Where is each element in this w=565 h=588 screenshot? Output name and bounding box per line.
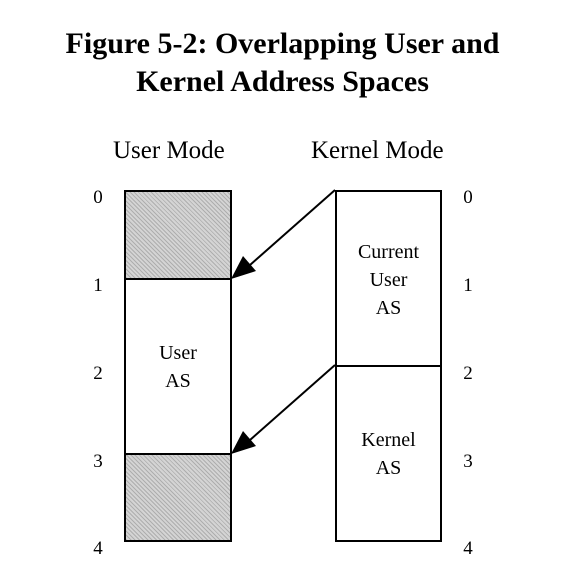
figure-title-line-1: Figure 5-2: Overlapping User and — [65, 27, 500, 60]
arrow-kernel-to-reserved-head — [231, 431, 256, 454]
user-as-label: User AS — [124, 339, 232, 395]
current-user-as-label-line-1: Current — [357, 241, 420, 263]
kernel-mode-heading: Kernel Mode — [311, 137, 444, 164]
current-user-as-label-line-2: User — [369, 269, 408, 291]
arrow-kernel-to-reserved-line — [249, 364, 336, 441]
left-tick-3: 3 — [93, 451, 103, 472]
right-tick-1: 1 — [463, 275, 473, 296]
left-tick-1: 1 — [93, 275, 103, 296]
right-tick-4: 4 — [463, 538, 473, 559]
lower-reserved-block — [124, 453, 232, 542]
user-as-label-line-1: User — [159, 342, 197, 364]
right-tick-0: 0 — [463, 187, 473, 208]
arrow-current-to-user-head — [231, 256, 256, 279]
user-mode-heading: User Mode — [113, 137, 225, 164]
kernel-as-label-line-1: Kernel — [361, 429, 416, 451]
user-as-block — [124, 278, 232, 455]
kernel-as-label-line-2: AS — [375, 457, 402, 479]
figure-title-line-2: Kernel Address Spaces — [136, 65, 429, 98]
left-tick-0: 0 — [93, 187, 103, 208]
kernel-as-label: Kernel AS — [335, 426, 442, 482]
kernel-as-block — [335, 365, 442, 542]
user-as-label-line-2: AS — [165, 370, 191, 392]
right-tick-3: 3 — [463, 451, 473, 472]
left-tick-2: 2 — [93, 363, 103, 384]
left-tick-4: 4 — [93, 538, 103, 559]
right-tick-2: 2 — [463, 363, 473, 384]
current-user-as-block — [335, 190, 442, 367]
current-user-as-label: Current User AS — [335, 238, 442, 322]
upper-reserved-block — [124, 190, 232, 280]
arrow-current-to-user-line — [249, 189, 336, 266]
current-user-as-label-line-3: AS — [375, 297, 402, 319]
